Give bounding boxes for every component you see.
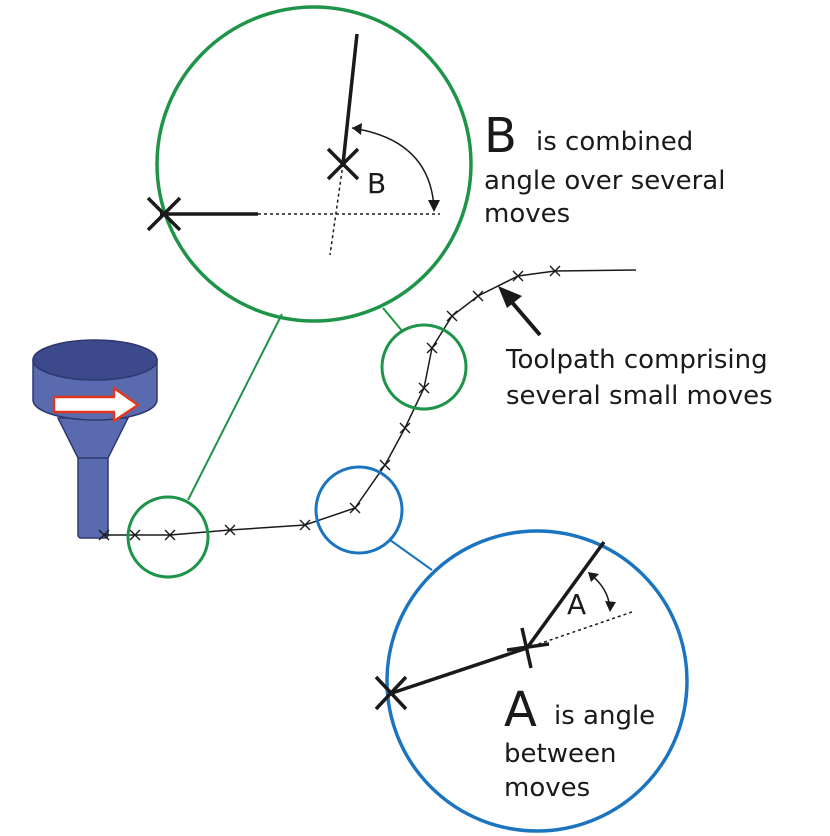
callout-b-caption: B is combined angle over several moves (484, 108, 725, 229)
toolpath-caption-line2: several small moves (506, 381, 773, 411)
callout-a-caption-letter: A (504, 682, 537, 738)
move-marker (426, 342, 438, 354)
move-marker (418, 382, 430, 394)
highlight-circle-blue-small (314, 465, 404, 555)
callout-a-move-first (391, 646, 528, 695)
callout-b-extension-vertical (329, 163, 344, 256)
callout-a-caption-line1: is angle (554, 701, 655, 731)
tool-shank (77, 449, 109, 539)
callout-b-circle (155, 5, 473, 323)
toolpath-pointer-arrow (498, 286, 542, 337)
callout-a-angle-arrowhead-bottom (605, 601, 616, 612)
callout-a-circle (385, 529, 689, 833)
callout-b-angle-arc (351, 127, 435, 209)
move-marker (379, 459, 391, 471)
callout-a-marker-left (374, 675, 408, 711)
callout-a-marker-center (506, 627, 550, 669)
move-marker (164, 529, 176, 541)
toolpath-caption-line1: Toolpath comprising (505, 345, 768, 375)
highlight-circle-green-small (126, 495, 210, 579)
callout-b-magnified: B (146, 5, 473, 323)
callout-b-move-vertical (341, 33, 359, 165)
callout-b-caption-line2: angle over several (484, 166, 725, 196)
callout-a-magnified: A (374, 529, 689, 833)
callout-b-marker-center (326, 147, 360, 181)
callout-a-extension (526, 611, 633, 649)
highlight-circle-green-upper (380, 323, 468, 411)
callout-a-move-second (525, 540, 606, 650)
tool-holder-top (32, 339, 158, 381)
move-marker (349, 502, 361, 514)
move-marker (399, 422, 411, 434)
callout-b-caption-line1: is combined (536, 127, 693, 157)
callout-a-angle-arrowhead-top (588, 572, 599, 582)
move-marker (224, 524, 236, 536)
move-marker (512, 270, 524, 282)
move-marker (129, 529, 141, 541)
callout-a-caption-line3: moves (504, 773, 590, 803)
callout-a-caption-line2: between (504, 739, 616, 769)
callout-b-connector-right (382, 307, 404, 333)
callout-a-angle-label: A (567, 588, 586, 621)
callout-a-caption: A is angle between moves (504, 682, 655, 803)
callout-a-connector (389, 539, 433, 571)
move-marker (446, 310, 458, 322)
tool-cone (56, 417, 130, 459)
toolpath-caption: Toolpath comprising several small moves (505, 345, 773, 411)
callout-b-connector-left (187, 313, 283, 501)
move-marker (299, 519, 311, 531)
callout-b-caption-letter: B (484, 108, 517, 164)
callout-b-angle-arrowhead-bottom (428, 200, 440, 212)
direction-arrow-icon (52, 386, 140, 423)
move-marker (98, 529, 110, 541)
callout-b-angle-arrowhead-top (352, 123, 362, 135)
move-marker (549, 265, 561, 277)
callout-b-marker-left (146, 196, 182, 232)
callout-b-caption-line3: moves (484, 199, 570, 229)
milling-tool-icon (32, 339, 158, 539)
move-marker (472, 290, 484, 302)
toolpath-move-markers (98, 265, 561, 541)
callout-b-angle-label: B (367, 167, 386, 200)
